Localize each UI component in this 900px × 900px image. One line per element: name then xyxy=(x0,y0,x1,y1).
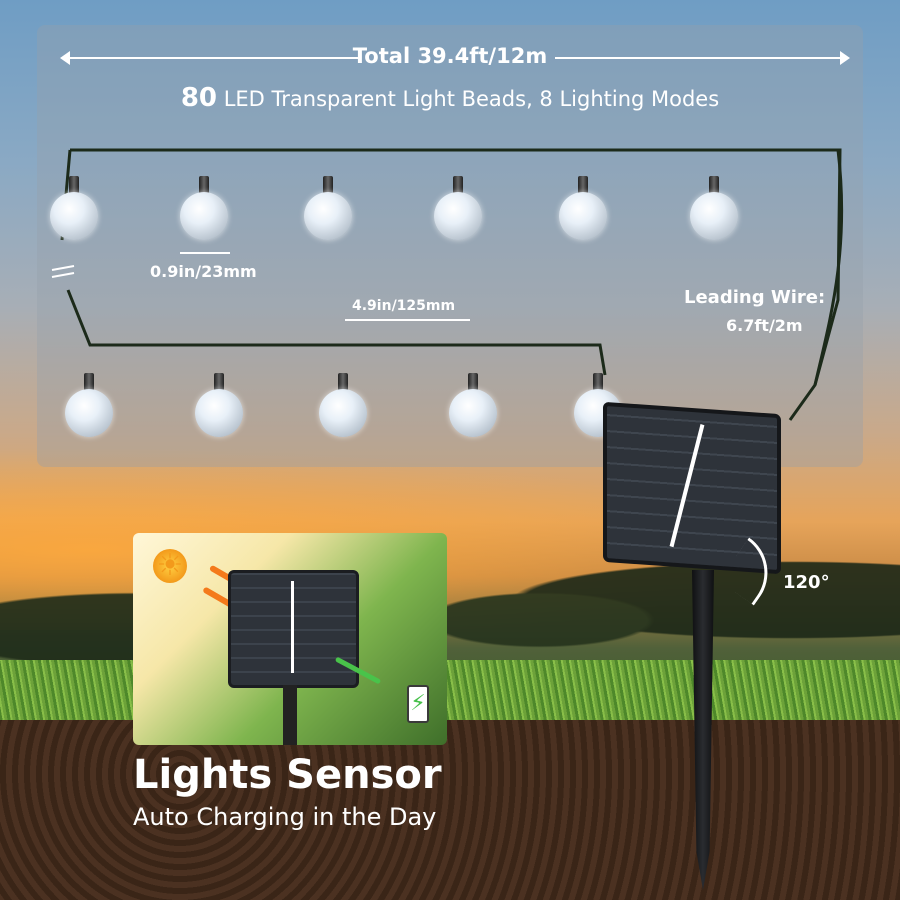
bulb-size-label: 0.9in/23mm xyxy=(150,262,257,281)
bulb-cap xyxy=(468,373,478,391)
bulb-cap xyxy=(69,176,79,194)
led-bulb xyxy=(180,192,228,240)
panel-angle-label: 120° xyxy=(783,572,830,593)
total-length-label: Total 39.4ft/12m xyxy=(352,44,548,68)
led-bulb xyxy=(319,389,367,437)
led-bulb xyxy=(195,389,243,437)
feature-subtitle: Auto Charging in the Day xyxy=(133,803,437,831)
bulb-spacing-arrow xyxy=(345,319,470,321)
led-bulb xyxy=(65,389,113,437)
bulb-size-arrow xyxy=(180,252,230,254)
led-bulb xyxy=(449,389,497,437)
bulb-cap xyxy=(214,373,224,391)
ground-stake xyxy=(692,570,714,890)
led-bulb xyxy=(559,192,607,240)
battery-charging-icon: ⚡ xyxy=(407,685,429,723)
bulb-cap xyxy=(323,176,333,194)
led-bulb xyxy=(690,192,738,240)
mini-solar-panel xyxy=(228,570,359,688)
bulb-cap xyxy=(453,176,463,194)
led-count: 80 xyxy=(180,83,218,113)
bulb-cap xyxy=(709,176,719,194)
left-arrow-icon xyxy=(60,51,70,65)
total-length-line-left xyxy=(68,57,360,59)
total-length-line-right xyxy=(555,57,840,59)
bulb-spacing-label: 4.9in/125mm xyxy=(352,298,456,314)
leading-wire-length: 6.7ft/2m xyxy=(726,316,803,335)
led-description: 80 LED Transparent Light Beads, 8 Lighti… xyxy=(0,83,900,113)
feature-title: Lights Sensor xyxy=(133,752,442,798)
sun-icon: ☀ xyxy=(153,549,187,583)
led-bulb xyxy=(304,192,352,240)
leading-wire-label: Leading Wire: xyxy=(684,287,826,308)
bulb-cap xyxy=(84,373,94,391)
led-bulb xyxy=(434,192,482,240)
mini-stake xyxy=(283,685,297,745)
right-arrow-icon xyxy=(840,51,850,65)
led-bulb xyxy=(50,192,98,240)
bulb-cap xyxy=(199,176,209,194)
light-sensor-inset: ☀ ⚡ xyxy=(133,533,447,745)
bulb-cap xyxy=(338,373,348,391)
soil xyxy=(0,720,900,900)
led-description-text: LED Transparent Light Beads, 8 Lighting … xyxy=(223,87,720,111)
bulb-cap xyxy=(593,373,603,391)
bulb-cap xyxy=(578,176,588,194)
spec-panel xyxy=(37,25,863,467)
